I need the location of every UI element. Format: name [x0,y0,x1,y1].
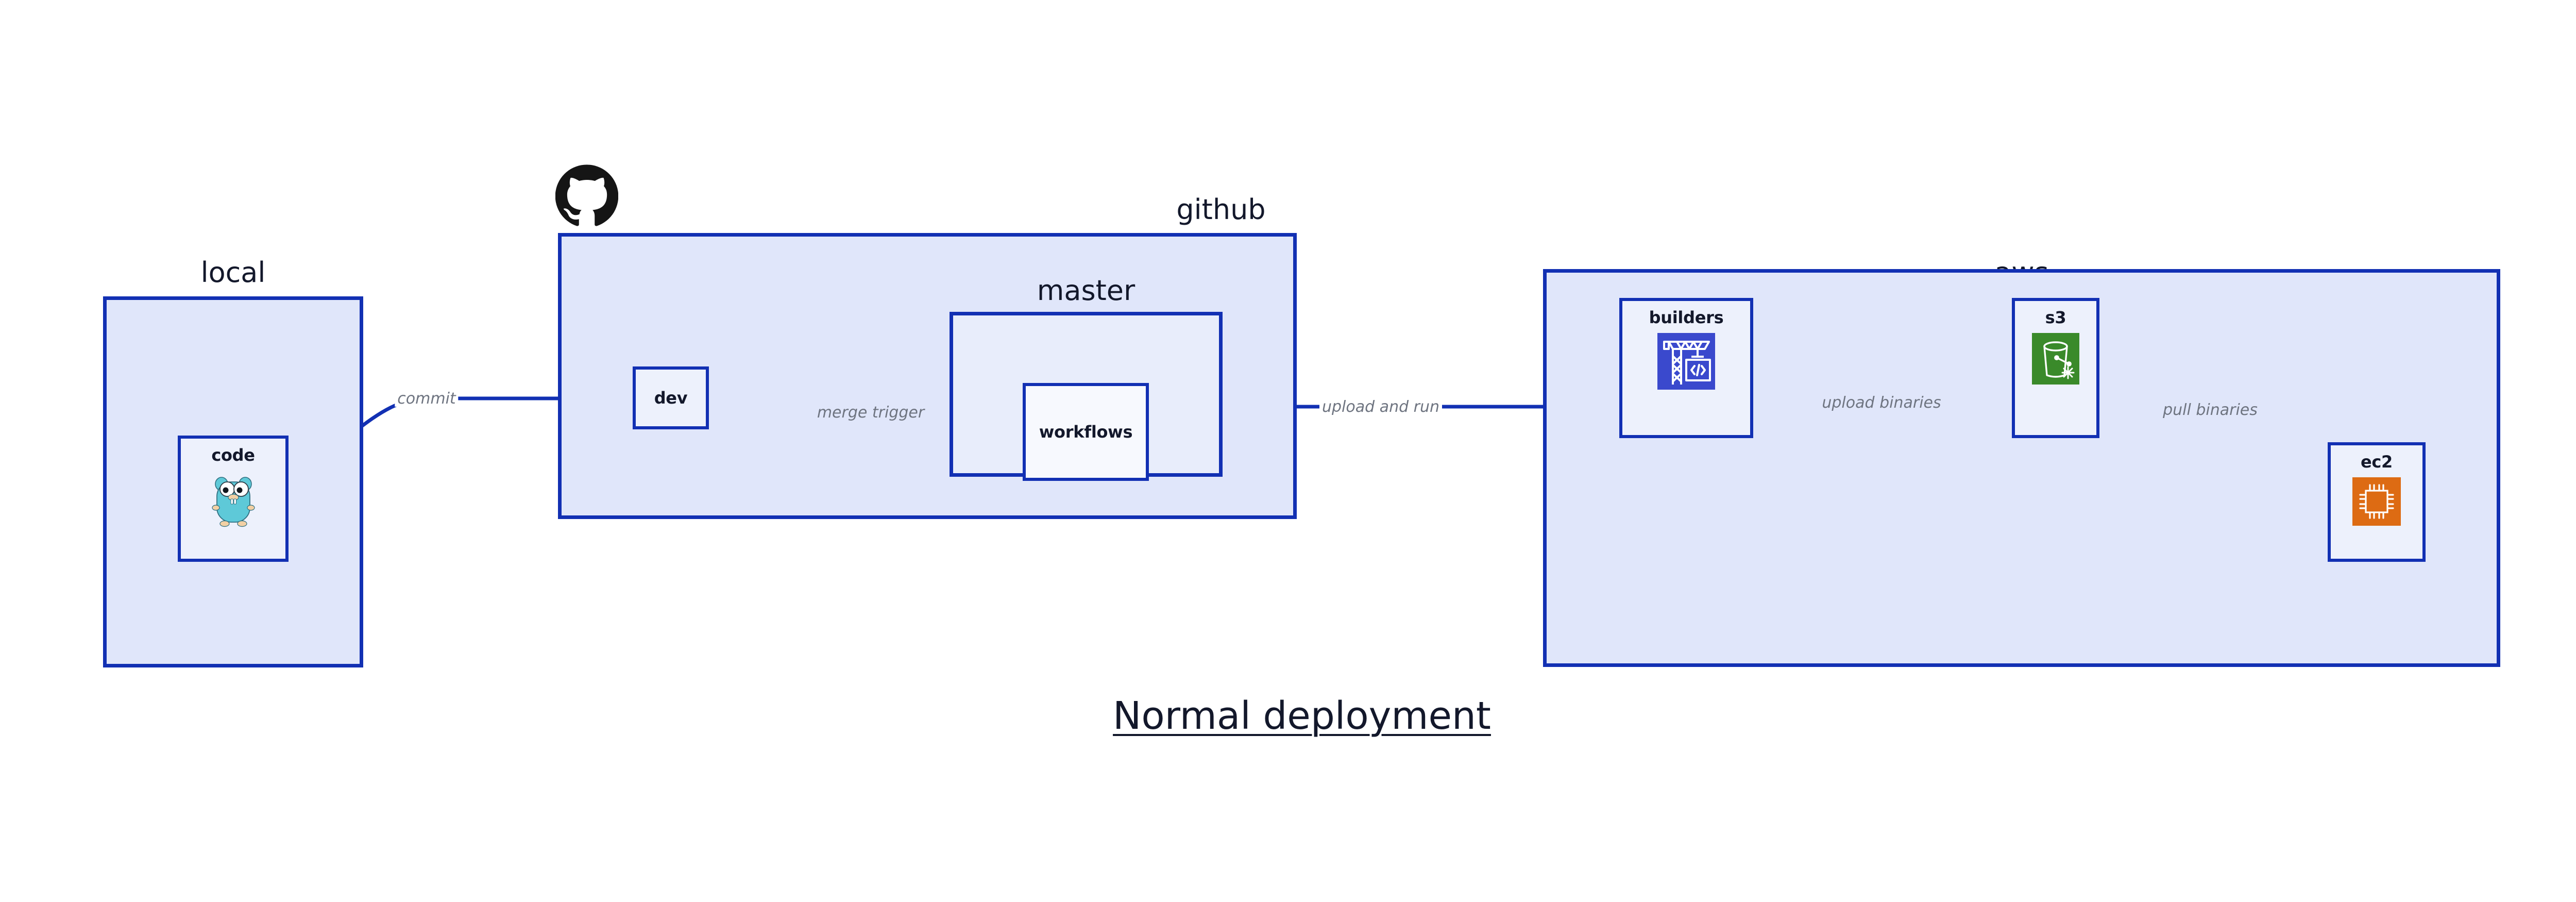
edge-label-pull-binaries: pull binaries [2160,403,2260,418]
node-label-s3: s3 [2045,308,2066,327]
node-code[interactable]: code [178,436,289,562]
edge-label-upload-and-run: upload and run [1319,399,1443,415]
node-builders[interactable]: builders [1619,298,1753,438]
crane-code-icon [1657,333,1715,392]
node-label-workflows: workflows [1039,422,1133,442]
edge-label-commit: commit [395,391,459,407]
node-label-dev: dev [654,388,688,408]
go-gopher-icon [210,471,257,532]
github-octocat-logo [555,164,619,227]
node-dev[interactable]: dev [633,366,709,429]
node-label-ec2: ec2 [2360,452,2393,472]
node-ec2[interactable]: ec2 [2328,442,2426,562]
edge-label-merge-trigger: merge trigger [814,405,927,421]
page-title: Normal deployment [1113,694,1491,738]
cpu-chip-icon [2352,477,2401,528]
group-label-local: local [200,256,266,289]
group-label-master: master [1037,274,1136,307]
node-label-code: code [211,445,255,465]
node-label-builders: builders [1649,308,1724,327]
node-workflows[interactable]: workflows [1023,383,1149,481]
edge-label-upload-binaries: upload binaries [1819,395,1944,411]
s3-bucket-icon [2032,333,2079,387]
group-label-github: github [1176,193,1266,226]
node-s3[interactable]: s3 [2012,298,2099,438]
